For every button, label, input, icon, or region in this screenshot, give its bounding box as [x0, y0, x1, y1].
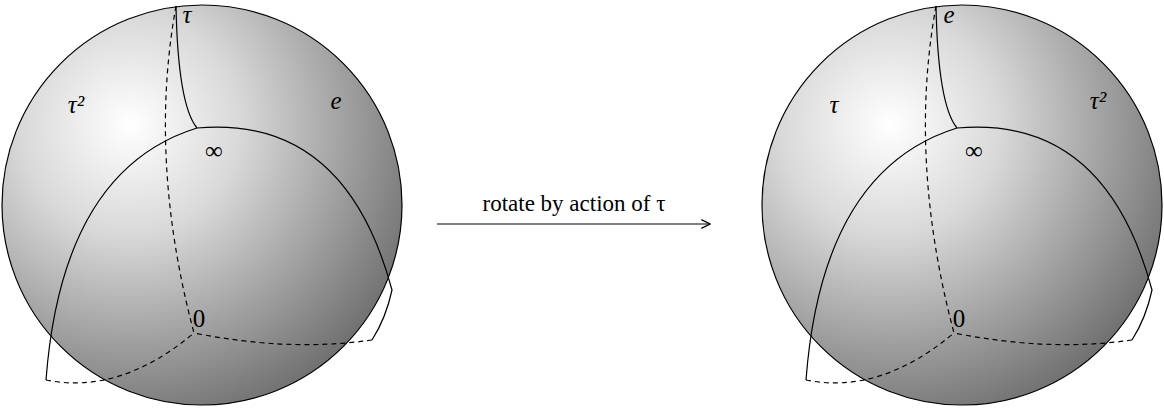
point-label: 0 [953, 306, 966, 331]
point-label: ∞ [205, 138, 223, 163]
point-label: τ [183, 2, 192, 27]
arc-label: τ² [68, 92, 84, 117]
arc-label: τ [830, 92, 839, 117]
arrow-caption: rotate by action of τ [481, 192, 668, 215]
point-label: 0 [193, 306, 206, 331]
point-label: e [943, 2, 954, 27]
point-label: ∞ [965, 138, 983, 163]
arrow [437, 223, 710, 224]
arc-label: e [330, 88, 341, 113]
arc-label: τ² [1090, 88, 1106, 113]
